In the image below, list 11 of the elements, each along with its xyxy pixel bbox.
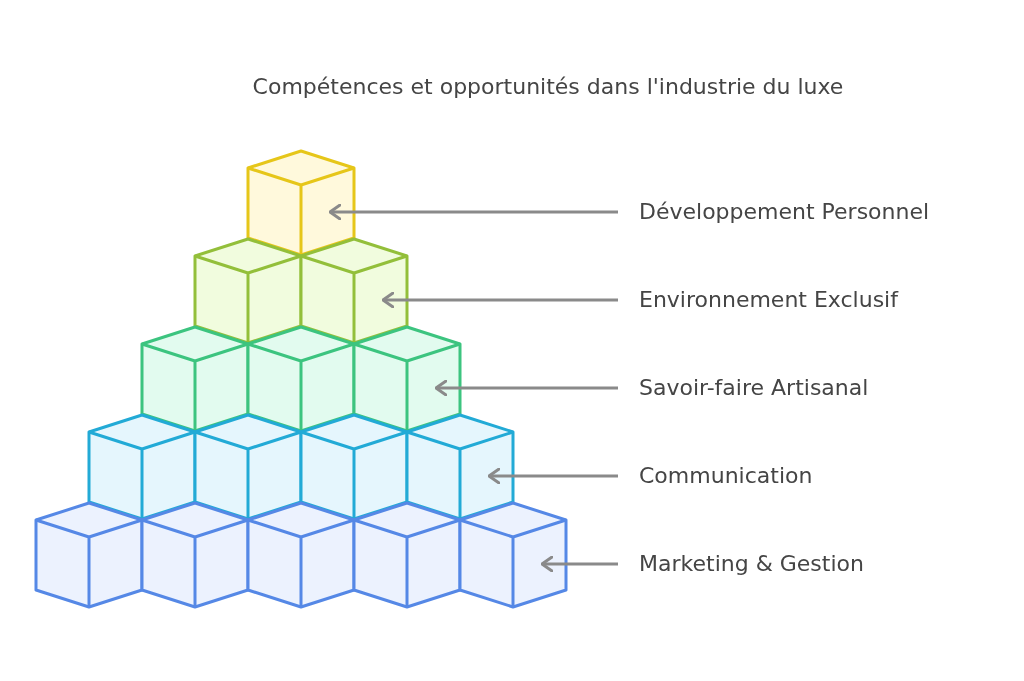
arrow bbox=[381, 291, 618, 309]
tier-label: Savoir-faire Artisanal bbox=[639, 373, 869, 403]
tier-label: Développement Personnel bbox=[639, 197, 930, 227]
arrow bbox=[328, 203, 618, 221]
tier-label: Marketing & Gestion bbox=[639, 549, 864, 579]
tier-label: Communication bbox=[639, 461, 813, 491]
arrow bbox=[487, 467, 618, 485]
arrow bbox=[434, 379, 618, 397]
tier-label: Environnement Exclusif bbox=[639, 285, 898, 315]
arrow bbox=[540, 555, 618, 573]
diagram-title: Compétences et opportunités dans l'industrie du luxe bbox=[252, 74, 844, 99]
